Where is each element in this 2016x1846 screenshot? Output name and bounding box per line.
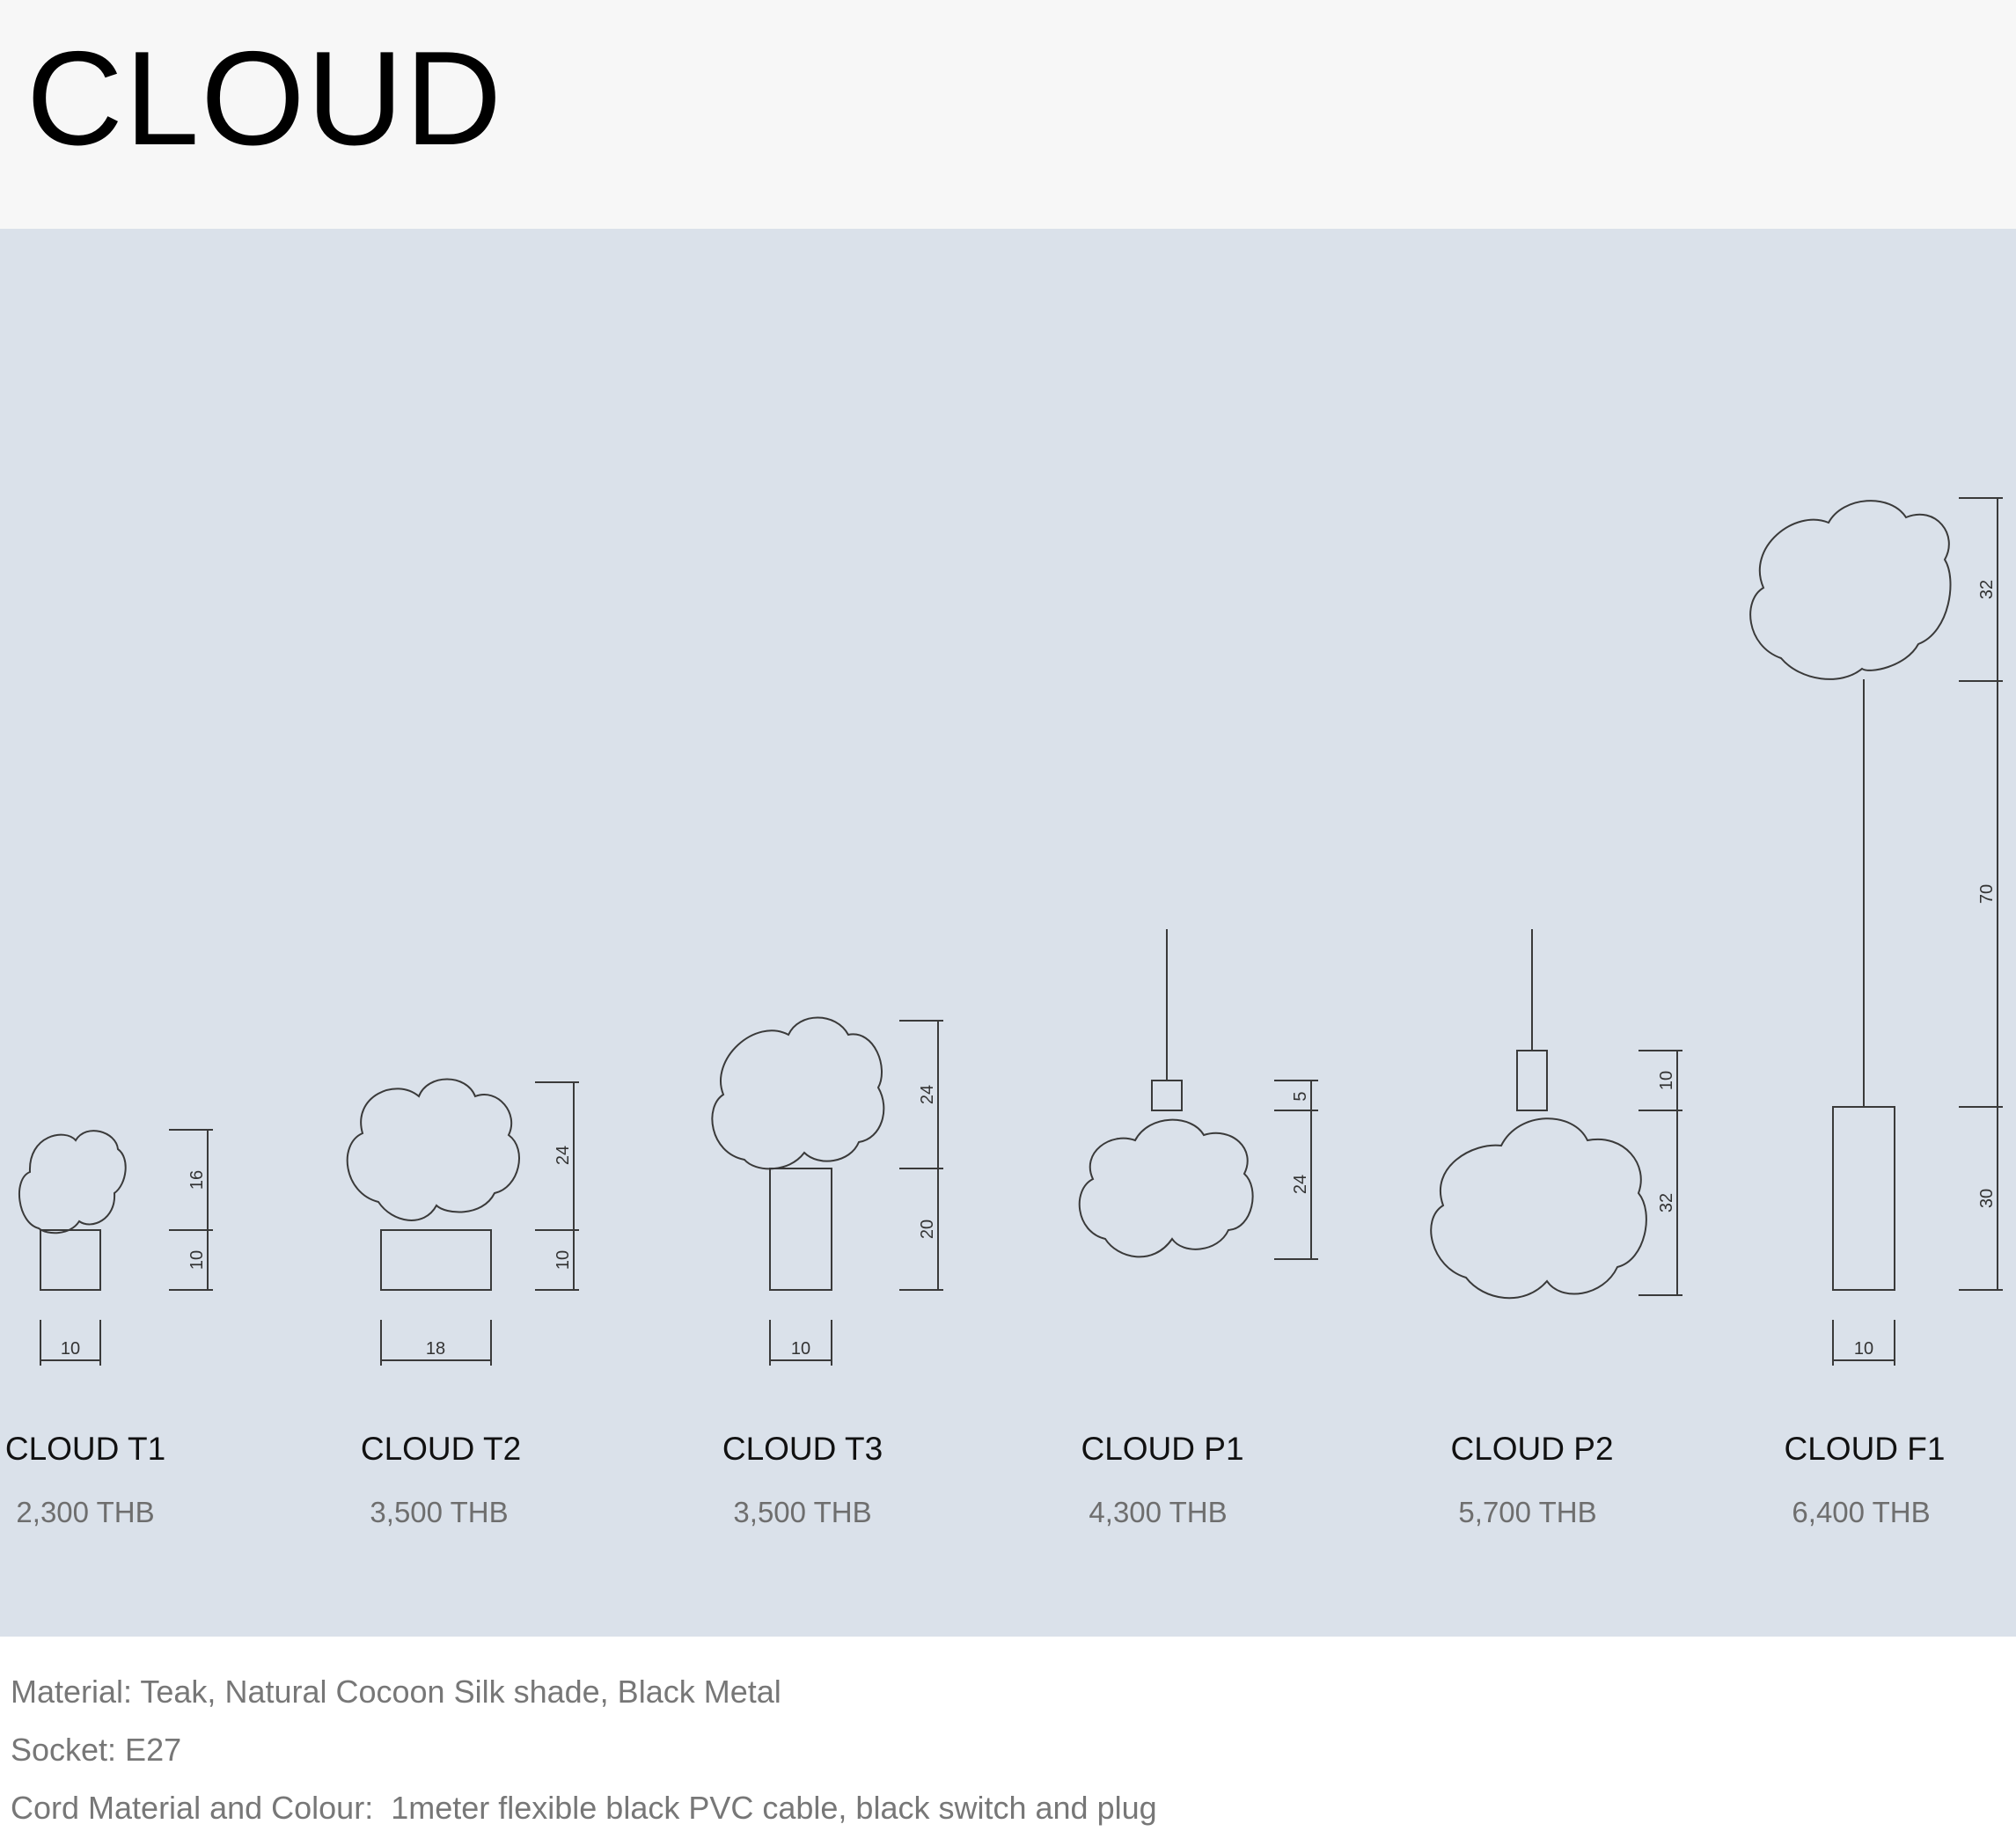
cloud-t3-dim-shade: 24 [918, 1085, 937, 1104]
spec-material: Material: Teak, Natural Cocoon Silk shad… [11, 1674, 781, 1710]
cloud-t3-base [769, 1168, 832, 1291]
cloud-p2-dim-shade: 32 [1657, 1193, 1676, 1212]
cloud-f1-shade [1749, 500, 1952, 680]
product-price-cloud-p1: 4,300 THB [1089, 1496, 1228, 1528]
cloud-p2-dim-canopy: 10 [1657, 1071, 1676, 1090]
cloud-p1-dim-shade: 24 [1291, 1175, 1310, 1194]
product-price-cloud-t3: 3,500 THB [733, 1496, 872, 1528]
cloud-p1-drawing: 5 24 [1078, 929, 1318, 1260]
cloud-f1-dim-width: 10 [1854, 1339, 1873, 1359]
product-name-cloud-t1: CLOUD T1 [4, 1431, 166, 1467]
cloud-t1-shade [18, 1130, 127, 1234]
header: CLOUD [0, 0, 2016, 229]
product-panel [0, 229, 2016, 1637]
cloud-p1-dim-canopy: 5 [1291, 1091, 1310, 1101]
cloud-p2-drawing: 10 32 [1430, 929, 1682, 1300]
cloud-t1-drawing: 16 10 10 [18, 1129, 213, 1366]
cloud-t1-base [40, 1229, 101, 1291]
specifications: Material: Teak, Natural Cocoon Silk shad… [11, 1672, 1999, 1846]
cloud-f1-base [1832, 1106, 1895, 1291]
cloud-p1-canopy [1151, 1080, 1183, 1111]
cloud-t1-dim-shade: 16 [187, 1170, 207, 1190]
product-name-cloud-p2: CLOUD P2 [1450, 1431, 1614, 1467]
cloud-f1-dim-base-height: 30 [1977, 1189, 1997, 1208]
product-price-cloud-f1: 6,400 THB [1792, 1496, 1931, 1528]
product-price-cloud-p2: 5,700 THB [1458, 1496, 1597, 1528]
cloud-t1-dim-width: 10 [61, 1339, 80, 1359]
cloud-p2-shade [1430, 1117, 1647, 1300]
cloud-t2-dim-width: 18 [426, 1339, 445, 1359]
cloud-t2-drawing: 24 10 18 [346, 1078, 579, 1366]
product-name-cloud-p1: CLOUD P1 [1081, 1431, 1244, 1467]
cloud-t3-dim-base-height: 20 [918, 1220, 937, 1239]
cloud-t3-drawing: 24 20 10 [711, 1016, 943, 1366]
product-name-cloud-t2: CLOUD T2 [360, 1431, 522, 1467]
cloud-f1-dim-shade: 32 [1977, 580, 1997, 599]
product-price-cloud-t2: 3,500 THB [370, 1496, 509, 1528]
product-price-cloud-t1: 2,300 THB [16, 1496, 155, 1528]
product-name-cloud-f1: CLOUD F1 [1784, 1431, 1946, 1467]
cloud-t3-shade [711, 1016, 885, 1170]
cloud-f1-drawing: 32 70 30 10 [1749, 497, 2003, 1366]
cloud-t2-dim-base-height: 10 [553, 1250, 573, 1270]
cloud-t1-dim-base-height: 10 [187, 1250, 207, 1270]
cloud-t3-dim-width: 10 [791, 1339, 810, 1359]
spec-cord: Cord Material and Colour: 1meter flexibl… [11, 1790, 1157, 1826]
cloud-p2-canopy [1516, 1050, 1548, 1111]
product-name-cloud-t3: CLOUD T3 [722, 1431, 883, 1467]
cloud-t2-shade [346, 1078, 520, 1221]
spec-socket: Socket: E27 [11, 1732, 182, 1768]
page-title: CLOUD [26, 24, 504, 173]
cloud-t2-dim-shade: 24 [553, 1146, 573, 1165]
cloud-p1-shade [1078, 1118, 1254, 1258]
cloud-t2-base [380, 1229, 492, 1291]
cloud-f1-dim-pole: 70 [1977, 884, 1997, 904]
